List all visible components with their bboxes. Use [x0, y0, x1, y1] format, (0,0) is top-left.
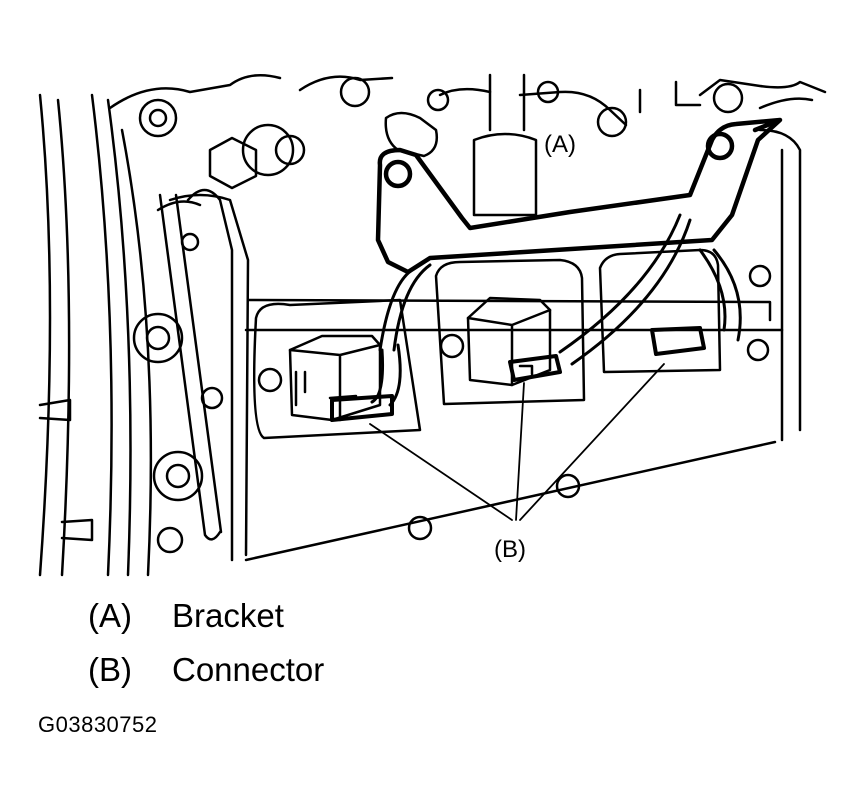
- legend-label: Connector: [172, 651, 325, 688]
- legend-key: (A): [88, 597, 132, 634]
- legend-item-bracket: (A) Bracket: [88, 596, 284, 636]
- legend-key: (B): [88, 651, 132, 688]
- transmission-line-drawing: (A) (B): [38, 73, 827, 577]
- leader-lines: [369, 363, 665, 521]
- callout-b: (B): [494, 536, 526, 563]
- figure-id: G03830752: [38, 712, 158, 737]
- legend-label: Bracket: [172, 597, 284, 634]
- connector-right: [650, 326, 706, 356]
- bracket: [375, 117, 783, 275]
- callout-a: (A): [544, 131, 576, 158]
- wire-harness: [370, 213, 742, 407]
- connector-pockets: [252, 248, 722, 440]
- legend-item-connector: (B) Connector: [88, 650, 324, 690]
- connector-middle: [466, 296, 562, 387]
- upper-housing: [108, 73, 827, 217]
- left-bosses: [38, 312, 224, 554]
- connector-left: [288, 334, 394, 422]
